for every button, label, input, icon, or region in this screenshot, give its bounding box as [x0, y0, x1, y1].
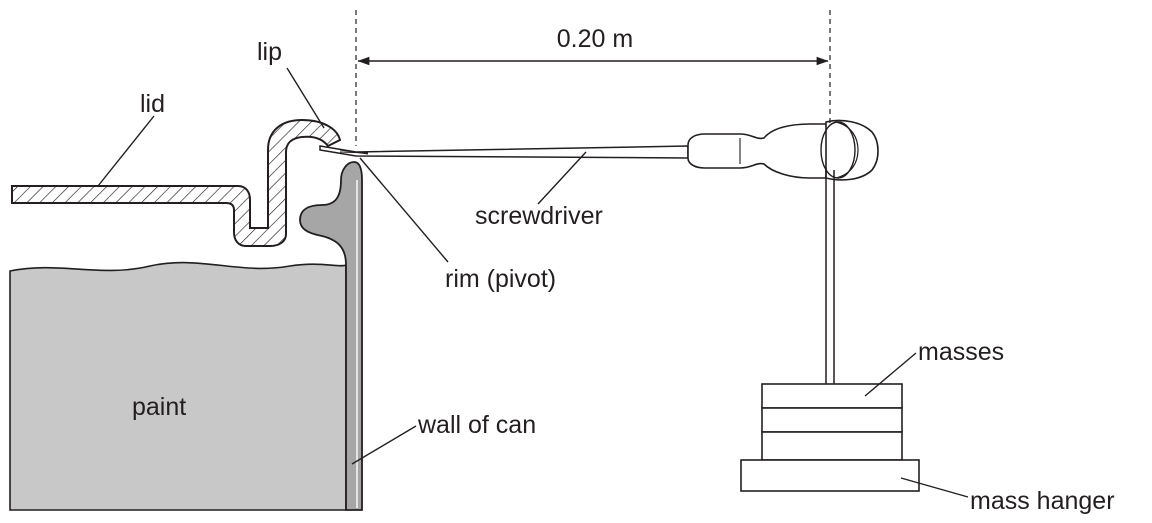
distance-label: 0.20 m: [557, 25, 633, 53]
masses-stack: [761, 383, 903, 461]
paint-region: [9, 261, 347, 511]
lid-label: lid: [140, 90, 165, 118]
screwdriver-leader: [537, 151, 587, 205]
lip-label: lip: [257, 38, 282, 66]
paint-label: paint: [132, 393, 186, 421]
rim-leader: [359, 157, 449, 263]
hanger-string: [825, 168, 835, 384]
lid-leader: [97, 115, 155, 187]
wall-leader: [351, 425, 417, 465]
rim-pivot-label: rim (pivot): [445, 265, 556, 293]
mass-hanger-label: mass hanger: [970, 487, 1115, 515]
hanger-leader: [900, 477, 969, 498]
lid: [11, 118, 342, 247]
lip-leader: [286, 67, 325, 129]
masses-label: masses: [918, 338, 1004, 366]
screwdriver-label: screwdriver: [475, 202, 603, 230]
screwdriver: [319, 119, 879, 181]
can-wall: [299, 161, 363, 511]
wall-of-can-label: wall of can: [417, 411, 536, 439]
mass-hanger-base: [740, 459, 920, 492]
masses-leader: [864, 352, 917, 397]
